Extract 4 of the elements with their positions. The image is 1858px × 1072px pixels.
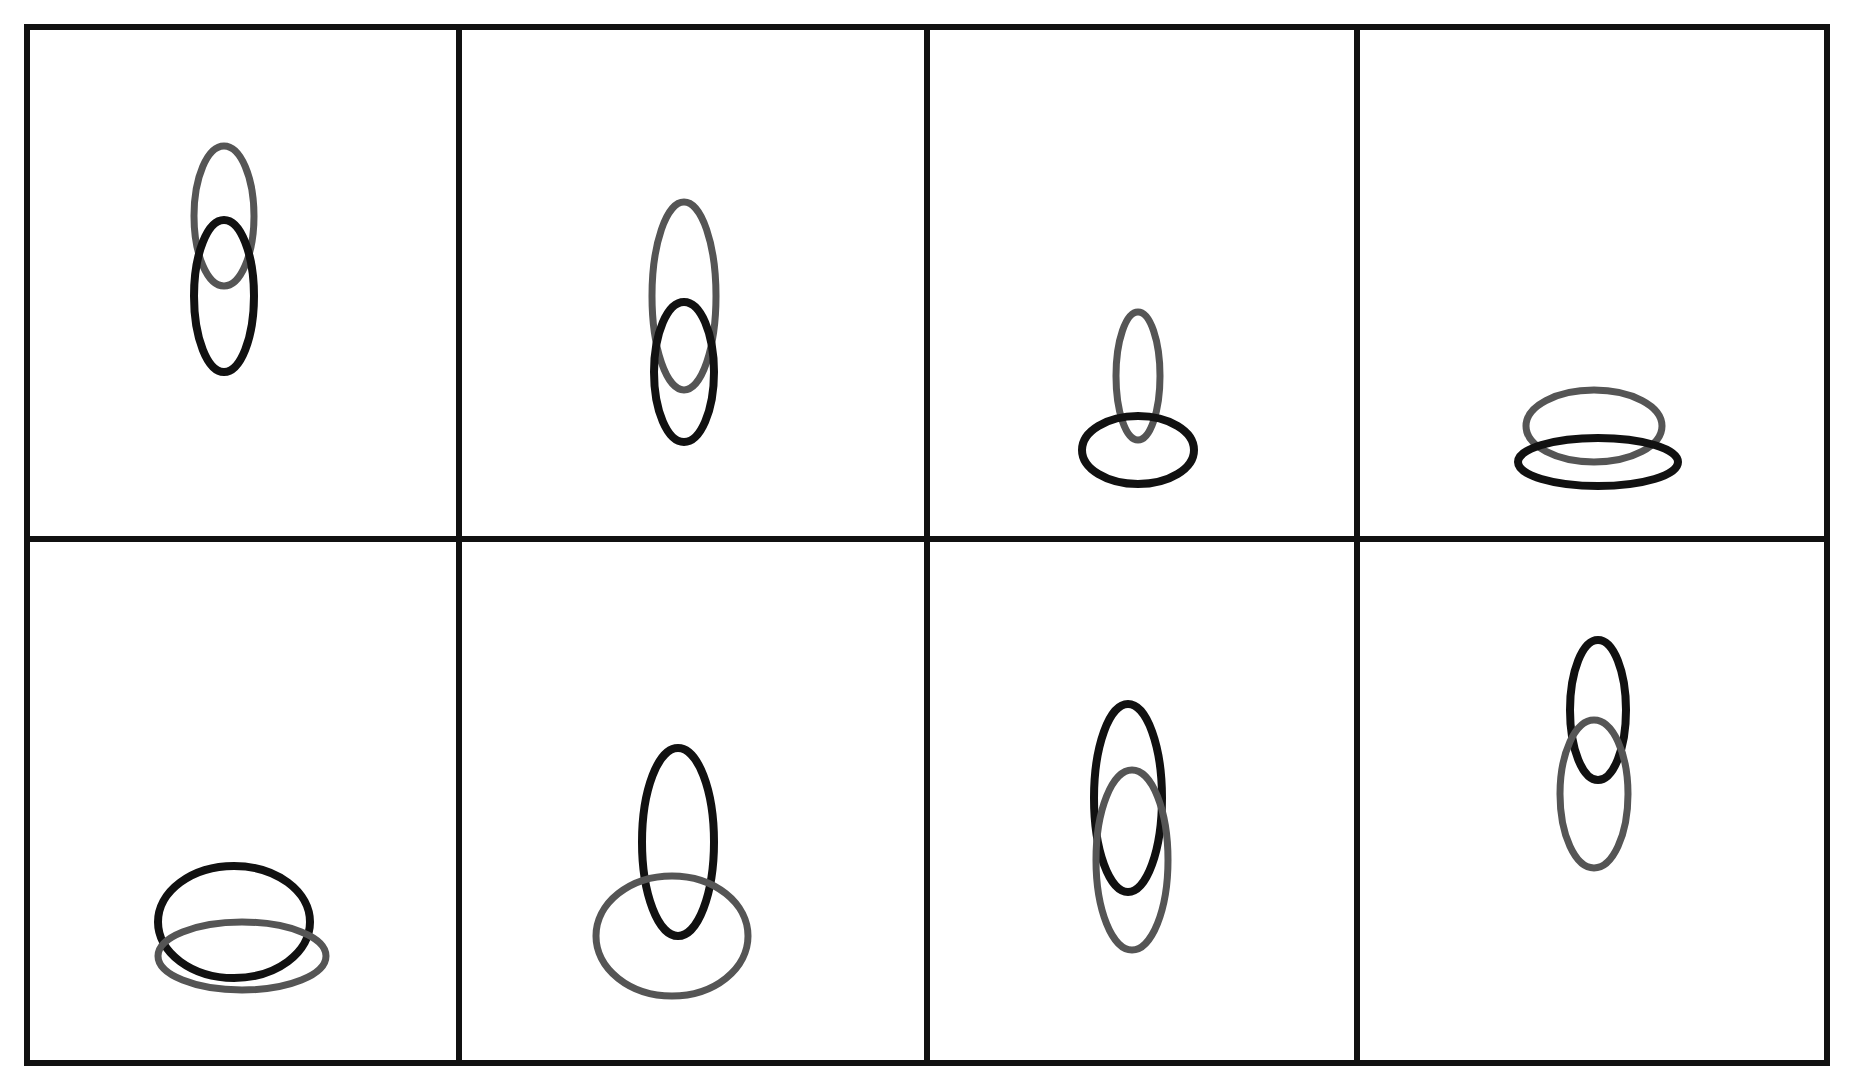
panel (1354, 536, 1830, 1066)
panel (1354, 24, 1830, 542)
panel (24, 536, 462, 1066)
panel (24, 24, 462, 542)
